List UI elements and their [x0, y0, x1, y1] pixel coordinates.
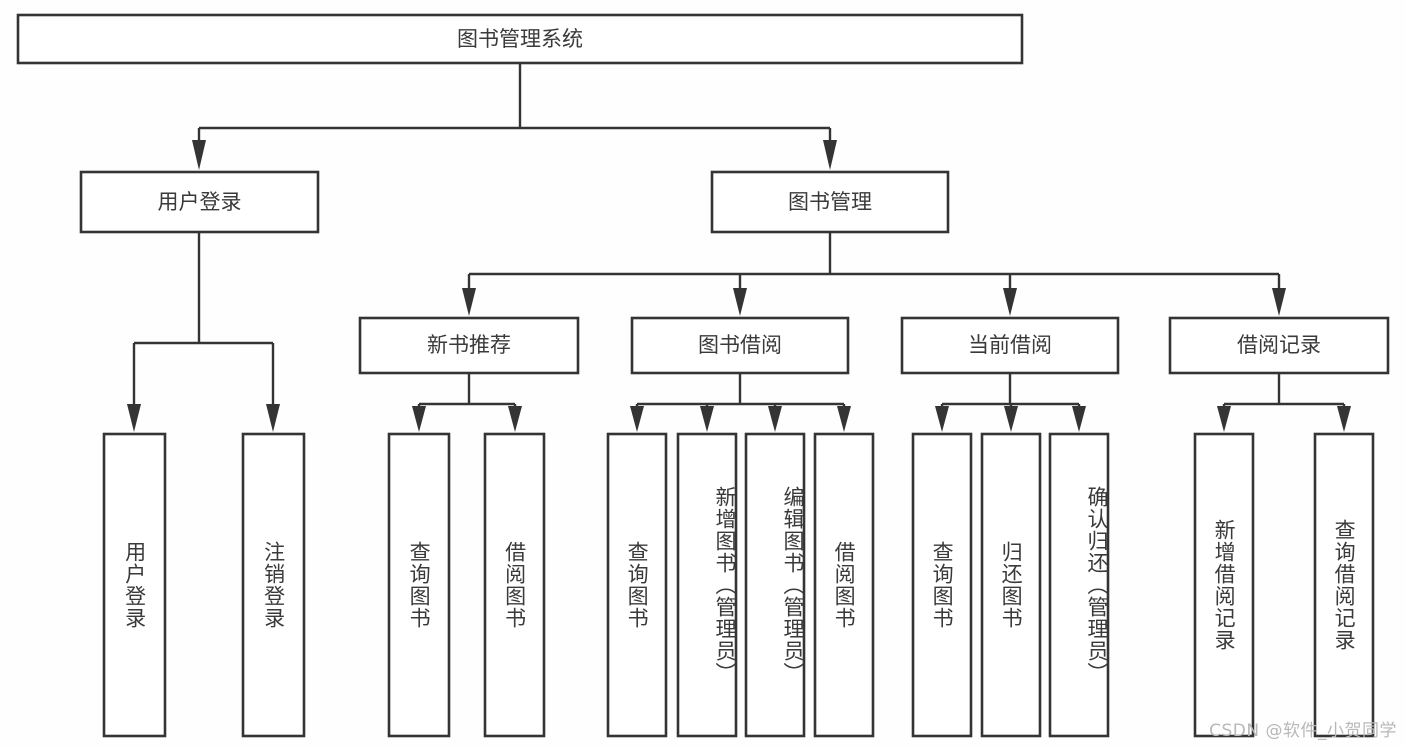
node-box	[630, 316, 850, 375]
node-label: 用户登录	[158, 190, 242, 214]
arrowhead-bookborrow-leaf-1	[630, 406, 644, 432]
node-current-borrowing[interactable]: 当前借阅	[900, 316, 1120, 375]
leaf-box-query-book-2[interactable]	[606, 432, 668, 738]
arrowhead-bookborrow-leaf-3	[768, 406, 782, 432]
leaf-box-borrow-book-2[interactable]	[813, 432, 875, 738]
arrowhead-bookborrow-leaf-4	[837, 406, 851, 432]
arrowhead-leaf-logout	[266, 404, 280, 432]
node-box	[16, 13, 1024, 65]
node-label: 新书推荐	[427, 333, 511, 357]
node-borrowing-record[interactable]: 借阅记录	[1168, 316, 1390, 375]
leaf-box-user-login[interactable]	[102, 432, 167, 738]
node-user-login[interactable]: 用户登录	[79, 170, 320, 234]
arrowhead-borrowrecord-leaf-2	[1337, 406, 1351, 432]
node-label: 图书管理	[788, 190, 872, 214]
arrowhead-currentborrow-leaf-1	[935, 406, 949, 432]
arrowhead-newbook-leaf-2	[508, 406, 522, 432]
leaf-box-query-record[interactable]	[1313, 432, 1375, 738]
leaf-box-query-book-1[interactable]	[387, 432, 451, 738]
arrowhead-current-borrow	[1003, 288, 1017, 316]
leaf-box-logout[interactable]	[241, 432, 306, 738]
leaf-box-confirm-return[interactable]	[1048, 432, 1110, 738]
leaf-box-edit-book-admin[interactable]	[744, 432, 806, 738]
arrowhead-user-login	[192, 140, 206, 170]
arrowhead-leaf-user-login	[127, 404, 141, 432]
node-label: 图书借阅	[698, 333, 782, 357]
node-label: 借阅记录	[1237, 333, 1321, 357]
node-new-book-recommendation[interactable]: 新书推荐	[358, 316, 580, 375]
arrowhead-book-borrow	[733, 288, 747, 316]
node-box	[1168, 316, 1390, 375]
leaf-box-borrow-book-1[interactable]	[483, 432, 546, 738]
node-book-borrowing[interactable]: 图书借阅	[630, 316, 850, 375]
arrowhead-book-mgmt	[823, 140, 837, 170]
arrowhead-currentborrow-leaf-2	[1004, 406, 1018, 432]
node-box	[900, 316, 1120, 375]
node-box	[358, 316, 580, 375]
arrowhead-currentborrow-leaf-3	[1072, 406, 1086, 432]
node-label: 当前借阅	[968, 333, 1052, 357]
leaf-box-query-book-3[interactable]	[911, 432, 973, 738]
arrowhead-borrow-record	[1272, 288, 1286, 316]
node-box	[710, 170, 950, 234]
arrowhead-new-book-rec	[462, 288, 476, 316]
node-book-management[interactable]: 图书管理	[710, 170, 950, 234]
node-label: 图书管理系统	[457, 27, 583, 51]
arrowhead-borrowrecord-leaf-1	[1217, 406, 1231, 432]
arrowhead-newbook-leaf-1	[412, 406, 426, 432]
connector-layer	[127, 63, 1351, 432]
watermark-text: CSDN @软件_小贺同学	[1209, 721, 1397, 741]
node-book-management-system[interactable]: 图书管理系统	[16, 13, 1024, 65]
arrowhead-bookborrow-leaf-2	[700, 406, 714, 432]
leaf-box-layer	[102, 432, 1375, 738]
leaf-box-return-book[interactable]	[980, 432, 1042, 738]
node-box	[79, 170, 320, 234]
leaf-box-add-record[interactable]	[1193, 432, 1255, 738]
leaf-box-add-book-admin[interactable]	[676, 432, 738, 738]
